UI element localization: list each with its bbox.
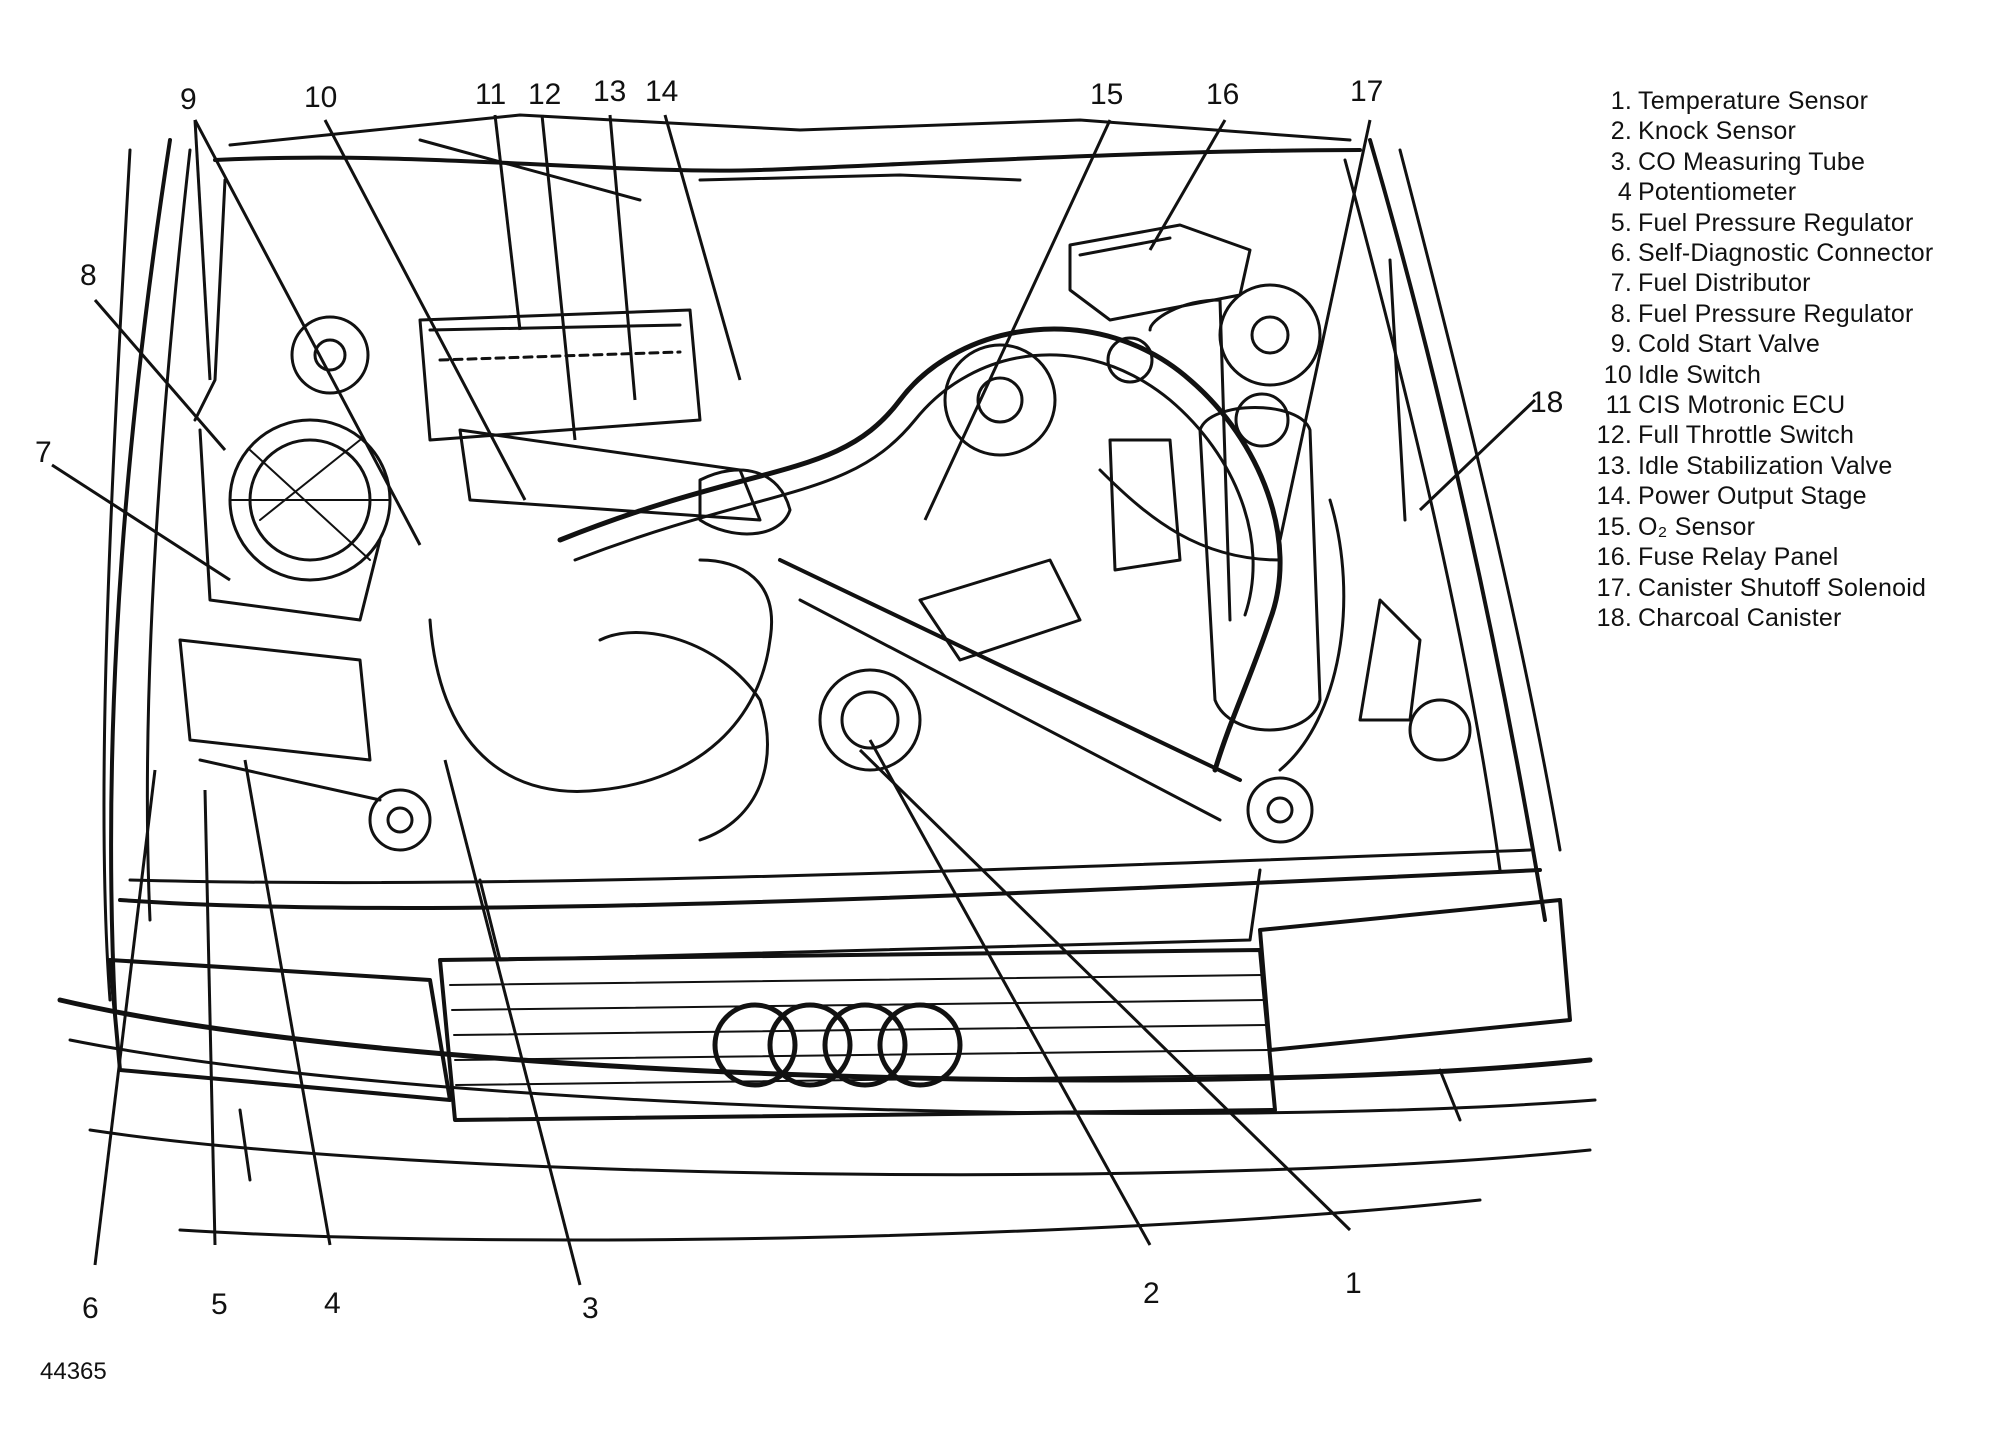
legend-item: 8.Fuel Pressure Regulator [1610,299,1914,328]
legend-item: 14.Power Output Stage [1596,482,1867,511]
callout-11: 11 [475,78,506,111]
leader-line-12 [540,114,577,441]
callout-numbers: 1 2 3 4 5 6 7 8 9 10 11 12 13 14 15 16 1… [35,75,1563,1325]
callout-8: 8 [80,259,97,292]
callout-3: 3 [582,1292,599,1325]
callout-10: 10 [304,81,337,114]
parts-legend: 1.Temperature Sensor 2.Knock Sensor 3.CO… [1588,86,1988,633]
callout-14: 14 [645,75,678,108]
legend-item: 2.Knock Sensor [1610,117,1797,146]
leader-line-7 [51,463,231,582]
legend-item: 12.Full Throttle Switch [1596,421,1855,450]
figure-id: 44365 [40,1358,107,1385]
legend-item: 18.Charcoal Canister [1596,603,1842,632]
callout-9: 9 [180,83,197,116]
legend-item: 1.Temperature Sensor [1610,87,1869,115]
leader-line-15 [923,119,1112,521]
leader-line-8 [93,299,227,451]
legend-item: 17.Canister Shutoff Solenoid [1596,573,1927,602]
callout-16: 16 [1206,78,1239,111]
callout-1: 1 [1345,1267,1362,1300]
leader-line-11 [493,114,522,331]
legend-item: 5.Fuel Pressure Regulator [1610,208,1914,237]
callout-7: 7 [35,436,52,469]
leader-line-1 [858,748,1352,1232]
leader-lines [51,114,1537,1286]
legend-item: 13.Idle Stabilization Valve [1596,451,1893,480]
leader-line-9b [193,119,422,546]
leader-line-5 [203,789,217,1246]
leader-line-6 [93,769,157,1266]
legend-item: 16.Fuse Relay Panel [1596,543,1839,572]
leader-line-14 [663,114,742,381]
legend-item: 3.CO Measuring Tube [1610,147,1866,176]
leader-line-2 [868,739,1152,1246]
legend-item: 15.O₂ Sensor [1596,512,1756,541]
engine-bay-drawing [57,113,1597,1242]
leader-line-10 [323,119,527,501]
leader-line-4 [243,759,332,1246]
leader-line-16 [1148,119,1227,251]
legend-item: 6.Self-Diagnostic Connector [1610,239,1934,268]
callout-18: 18 [1530,386,1563,419]
callout-13: 13 [593,75,626,108]
callout-2: 2 [1143,1277,1160,1310]
leader-line-13 [608,114,637,401]
leader-line-3 [443,759,582,1286]
callout-17: 17 [1350,75,1383,108]
legend-item: 9.Cold Start Valve [1610,330,1820,359]
callout-5: 5 [211,1288,228,1321]
callout-15: 15 [1090,78,1123,111]
leader-line-9 [193,119,212,381]
callout-12: 12 [528,78,561,111]
callout-4: 4 [324,1287,341,1320]
leader-line-17 [1278,119,1372,541]
callout-6: 6 [82,1292,99,1325]
legend-item: 7.Fuel Distributor [1610,269,1811,298]
leader-line-18 [1418,398,1537,512]
